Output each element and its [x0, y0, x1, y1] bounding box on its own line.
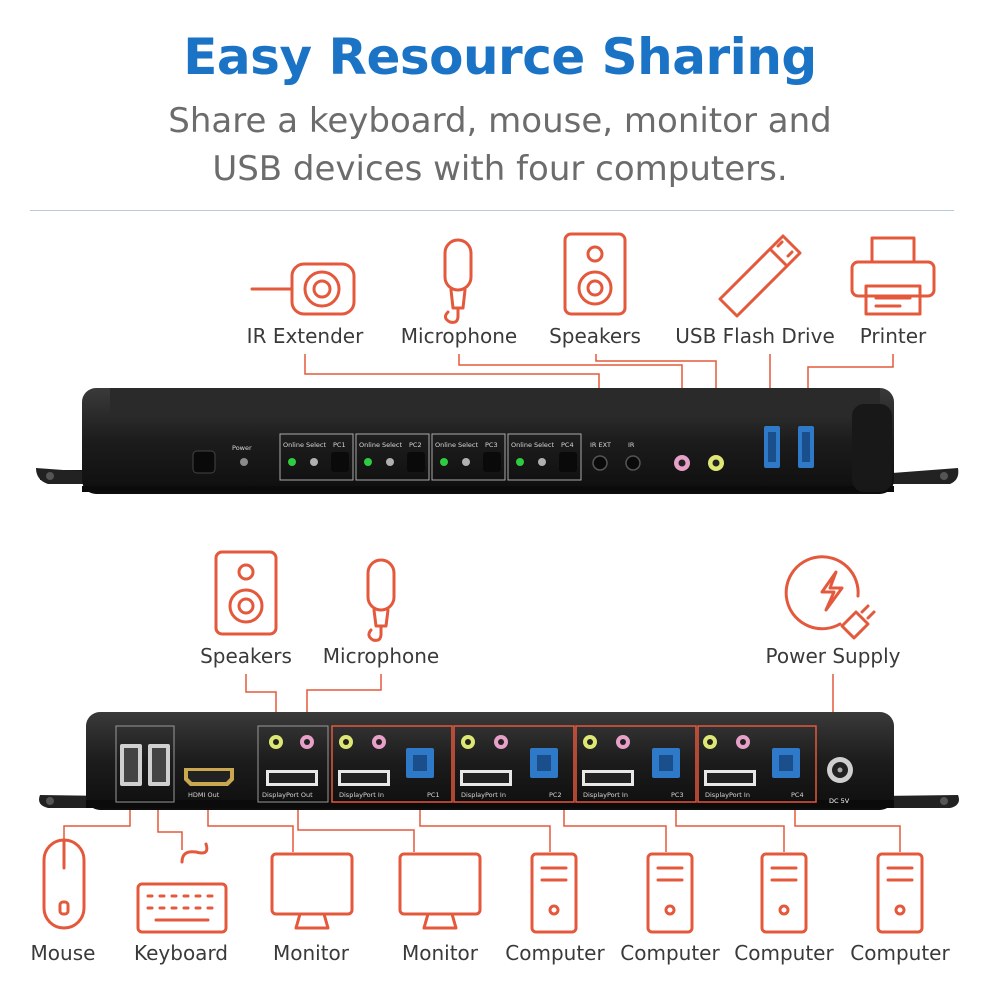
- subtitle-line-2: USB devices with four computers.: [212, 149, 788, 189]
- label-monitor-2: Monitor: [401, 941, 479, 965]
- hdmi-out-label: HDMI Out: [188, 791, 220, 799]
- pc1-online-label: Online: [283, 441, 304, 449]
- label-computer-3: Computer: [734, 941, 834, 965]
- pc3-dp-in-label: DisplayPort In: [583, 791, 628, 799]
- pc1-rear-label: PC1: [427, 791, 440, 799]
- front-power-label: Power: [232, 444, 252, 452]
- dp-out-label: DisplayPort Out: [262, 791, 313, 799]
- pc4-online-label: Online: [511, 441, 532, 449]
- microphone-icon: [443, 238, 473, 324]
- label-mouse: Mouse: [30, 941, 96, 965]
- usb-flash-drive-icon: [718, 234, 802, 318]
- pc2-front-label: PC2: [409, 441, 422, 449]
- printer-icon: [850, 236, 936, 316]
- monitor-2-icon: [398, 852, 482, 930]
- subtitle-line-1: Share a keyboard, mouse, monitor and: [168, 101, 832, 141]
- mouse-line: [63, 800, 131, 840]
- label-speakers-front: Speakers: [549, 324, 641, 348]
- kvm-front-panel: [36, 388, 959, 494]
- computer-3-icon: [760, 852, 808, 934]
- page-title: Easy Resource Sharing: [183, 28, 817, 86]
- label-computer-4: Computer: [850, 941, 950, 965]
- monitor-2-line: [297, 800, 415, 852]
- keyboard-icon: [136, 842, 228, 934]
- pc3-rear-label: PC3: [671, 791, 684, 799]
- kvm-rear-panel: [39, 712, 959, 810]
- power-supply-icon: [784, 555, 876, 640]
- speaker-rear-icon: [214, 550, 278, 636]
- pc3-front-label: PC3: [485, 441, 498, 449]
- pc2-dp-in-label: DisplayPort In: [461, 791, 506, 799]
- pc3-online-label: Online: [435, 441, 456, 449]
- label-usb-flash-drive: USB Flash Drive: [675, 324, 835, 348]
- label-monitor-1: Monitor: [272, 941, 350, 965]
- pc1-select-label: Select: [306, 441, 327, 449]
- pc1-dp-in-label: DisplayPort In: [339, 791, 384, 799]
- monitor-1-icon: [270, 852, 354, 930]
- label-speakers-rear: Speakers: [200, 644, 292, 668]
- computer-4-icon: [876, 852, 924, 934]
- label-power-supply: Power Supply: [765, 644, 901, 668]
- label-printer: Printer: [859, 324, 927, 348]
- label-microphone-rear: Microphone: [322, 644, 440, 668]
- keyboard-line: [157, 800, 183, 850]
- computer-1-icon: [530, 852, 578, 934]
- pc4-dp-in-label: DisplayPort In: [705, 791, 750, 799]
- label-microphone-front: Microphone: [400, 324, 518, 348]
- pc4-select-label: Select: [534, 441, 555, 449]
- speaker-icon: [563, 232, 627, 316]
- ir-label: IR: [628, 441, 635, 449]
- microphone-rear-icon: [366, 558, 396, 642]
- divider: [30, 210, 954, 211]
- pc4-rear-label: PC4: [791, 791, 804, 799]
- monitor-1-line: [207, 795, 294, 852]
- label-computer-1: Computer: [505, 941, 605, 965]
- label-ir-extender: IR Extender: [246, 324, 364, 348]
- pc1-front-label: PC1: [333, 441, 346, 449]
- label-keyboard: Keyboard: [133, 941, 229, 965]
- pc2-select-label: Select: [382, 441, 403, 449]
- ir-extender-icon: [250, 262, 356, 316]
- pc2-rear-label: PC2: [549, 791, 562, 799]
- pc3-select-label: Select: [458, 441, 479, 449]
- computer-2-icon: [646, 852, 694, 934]
- label-computer-2: Computer: [620, 941, 720, 965]
- mouse-icon: [42, 838, 86, 930]
- dc-5v-label: DC 5V: [829, 797, 850, 805]
- pc4-front-label: PC4: [561, 441, 574, 449]
- ir-ext-label: IR EXT: [590, 441, 611, 449]
- pc2-online-label: Online: [359, 441, 380, 449]
